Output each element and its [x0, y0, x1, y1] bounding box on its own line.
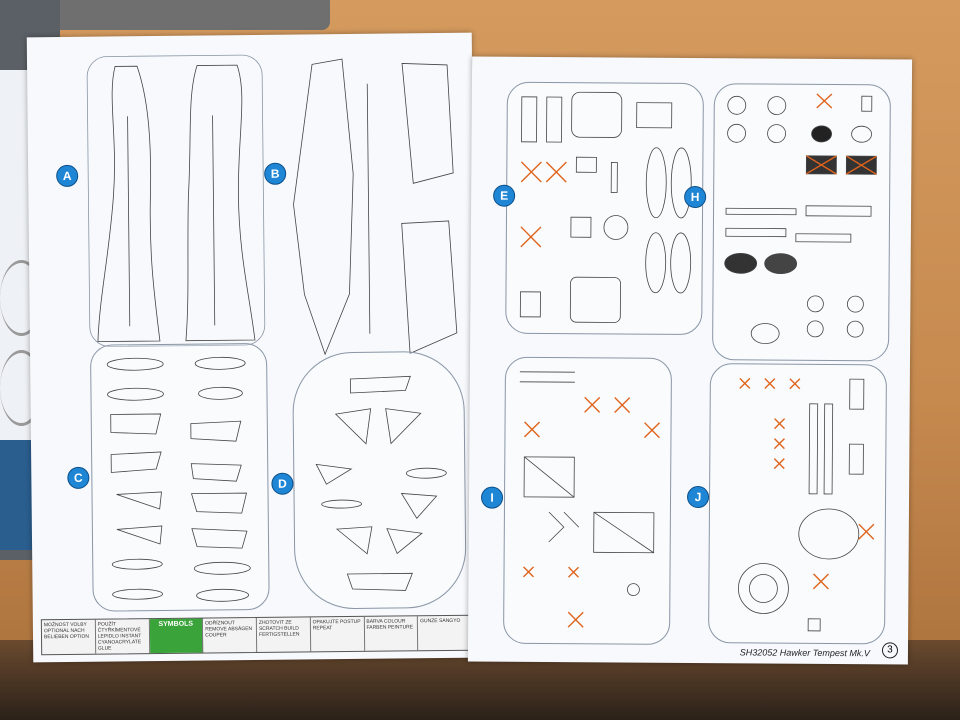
footer-title: SH32052 Hawker Tempest Mk.V: [740, 647, 870, 658]
sprue-c-parts: [106, 356, 251, 602]
instruction-page-left: A B C D MOŽNOST VOLBY OPTIONAL NACH BELI…: [26, 32, 479, 663]
sprue-marker-i: I: [480, 486, 504, 509]
sprue-marker-d: D: [271, 472, 294, 495]
sprue-marker-e: E: [493, 184, 516, 207]
kit-name: Hawker Tempest Mk.V: [779, 647, 870, 659]
sprue-marker-h: H: [684, 185, 707, 209]
sprue-d-parts: [315, 375, 447, 591]
legend-color-codes: GUNZE SANGYO: [418, 615, 473, 651]
fuselage-sprue-parts: [86, 54, 266, 347]
wing-sprue-parts: [293, 58, 458, 356]
sprue-h-parts: [724, 93, 877, 344]
sprue-i-parts: [519, 371, 661, 628]
legend-scratch: ZHOTOVIT ZE SCRATCH BUILD FERTIGSTELLEN: [256, 617, 311, 652]
sprue-marker-j: J: [686, 485, 710, 509]
legend-glue: POUŽÍT ČTYŘKÍMENTOVÉ LEPIDLO INSTANT CYA…: [95, 619, 150, 654]
sprue-marker-a: A: [56, 164, 79, 188]
legend-remove: ODŘÍZNOUT REMOVE ABSÄGEN COUPER: [203, 617, 258, 653]
legend-colour: BARVA COLOUR FARBEN PEINTURE: [364, 616, 419, 651]
kit-code: SH32052: [739, 647, 778, 658]
instruction-page-right: E H I: [467, 56, 913, 665]
sprue-j-parts: [738, 377, 875, 632]
legend-optional: MOŽNOST VOLBY OPTIONAL NACH BELIEBEN OPT…: [41, 619, 96, 655]
legend-repeat: OPAKUJTE POSTUP REPEAT: [310, 616, 365, 652]
sprue-marker-c: C: [67, 466, 90, 489]
sprue-e-parts: [519, 91, 692, 323]
symbols-legend: MOŽNOST VOLBY OPTIONAL NACH BELIEBEN OPT…: [40, 614, 474, 656]
legend-symbols-title: SYMBOLS: [149, 618, 204, 654]
page-number: 3: [881, 642, 899, 659]
